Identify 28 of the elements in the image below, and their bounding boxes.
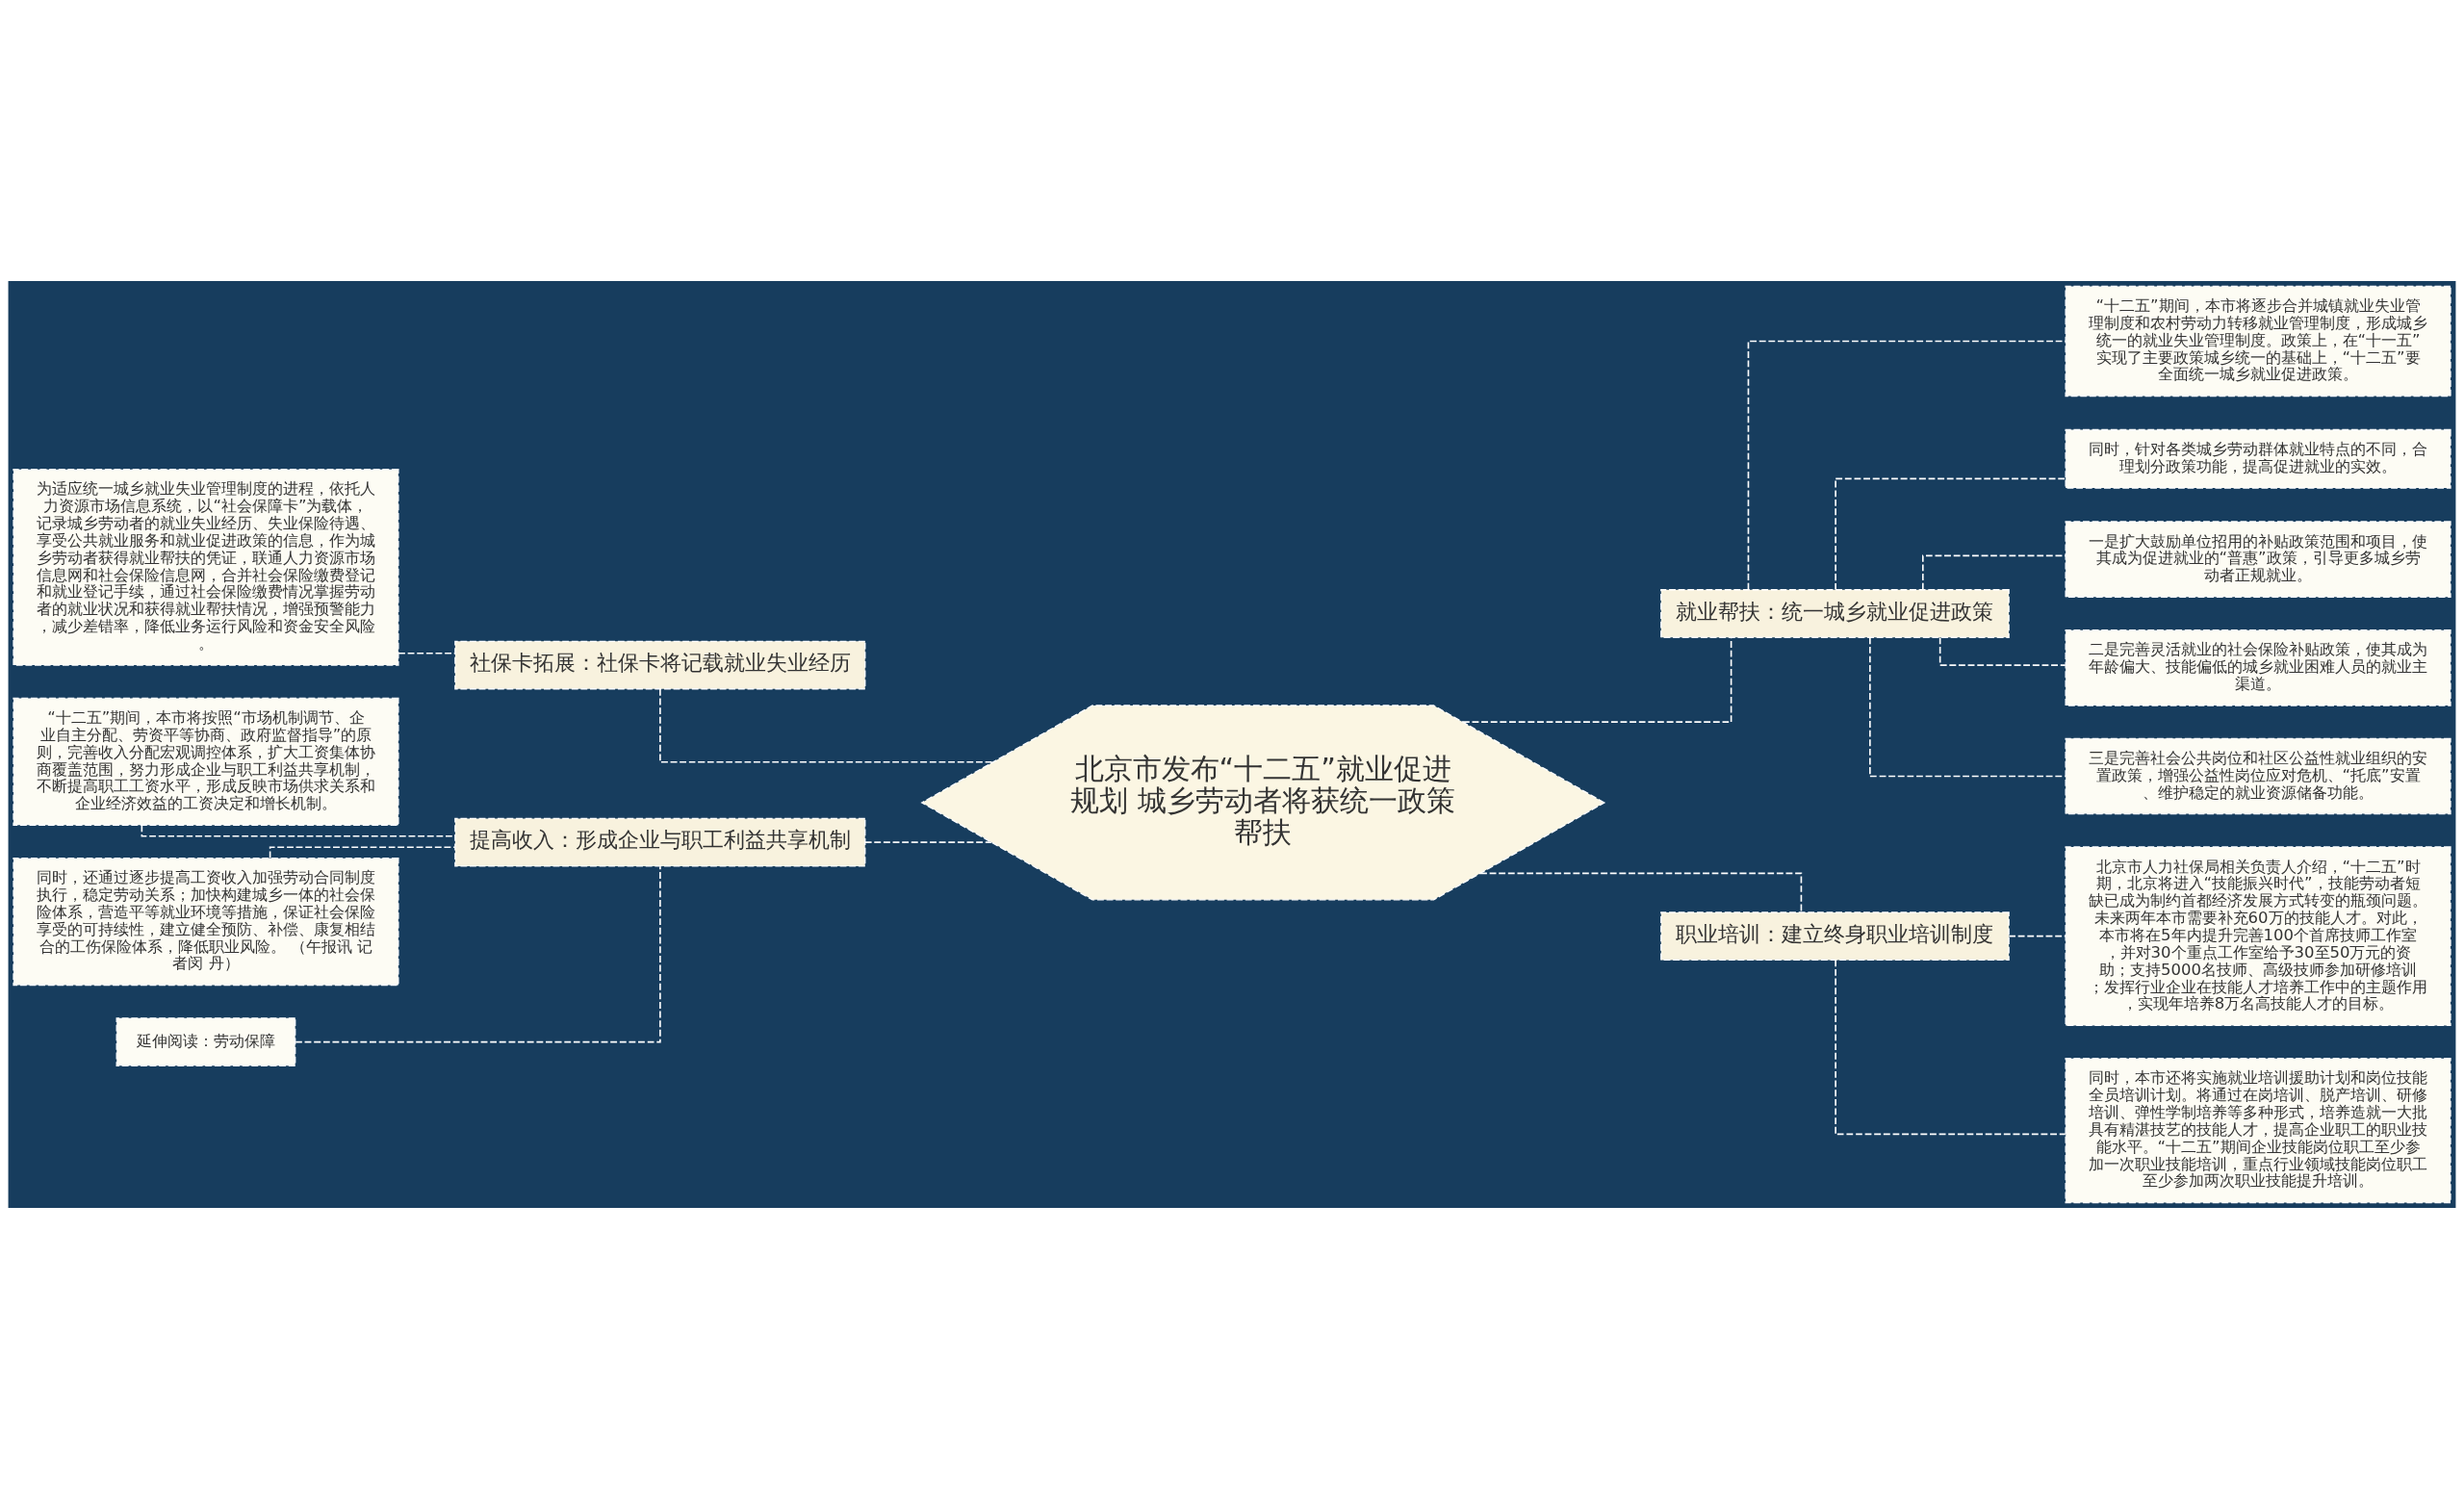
node-box: 三是完善社会公共岗位和社区公益性就业组织的安置政策，增强公益性岗位应对危机、“托底”安置、维护稳定的就业资源储备功能。 (2065, 737, 2451, 814)
connector (863, 840, 992, 843)
connector (398, 652, 456, 654)
node-box: 延伸阅读：劳动保障 (116, 1016, 296, 1066)
node-box: “十二五”期间，本市将按照“市场机制调节、企业自主分配、劳资平等协商、政府监督指导”的原则，完善收入分配宏观调控体系，扩大工资集体协商覆盖范围，努力形成企业与职工利益共享机制，不断提高职工工资水平，形成反映市场供求关系和企业经济效益的工资决定和增长机制。 (13, 697, 399, 826)
connector (269, 845, 456, 859)
node-box: 同时，本市还将实施就业培训援助计划和岗位技能全员培训计划。将通过在岗培训、脱产培训、研修培训、弹性学制培养等多种形式，培养造就一大批具有精湛技艺的技能人才，提高企业职工的职业技能水平。“十二五”期间企业技能岗位职工至少参加一次职业技能培训，重点行业领域技能岗位职工至少参加两次职业技能提升培训。 (2065, 1057, 2451, 1203)
node-box: 职业培训：建立终身职业培训制度 (1660, 911, 2010, 961)
node-box: 二是完善灵活就业的社会保险补贴政策，使其成为年龄偏大、技能偏低的城乡就业困难人员的就业主渠道。 (2065, 629, 2451, 706)
node-box: “十二五”期间，本市将逐步合并城镇就业失业管理制度和农村劳动力转移就业管理制度，形成城乡统一的就业失业管理制度。政策上，在“十一五”实现了主要政策城乡统一的基础上，“十二五”要全面统一城乡就业促进政策。 (2065, 285, 2451, 397)
connector (1869, 636, 2066, 777)
connector (1922, 554, 2066, 591)
node-box: 就业帮扶：统一城乡就业促进政策 (1660, 588, 2010, 638)
node-box: 北京市人力社保局相关负责人介绍，“十二五”时期，北京将进入“技能振兴时代”，技能劳动者短缺已成为制约首都经济发展方式转变的瓶颈问题。未来两年本市需要补充60万的技能人才。对此，本市将在5年内提升完善100个首席技师工作室，并对30个重点工作室给予30至50万元的资助；支持5000名技师、高级技师参加研修培训；发挥行业企业在技能人才培养工作中的主题作用，实现年培养8万名高技能人才的目标。 (2065, 845, 2451, 1026)
node-box: 社保卡拓展：社保卡将记载就业失业经历 (454, 640, 866, 689)
node-box: 提高收入：形成企业与职工利益共享机制 (454, 817, 866, 867)
connector (1835, 477, 2066, 590)
connector (1479, 872, 1803, 912)
node-box: 一是扩大鼓励单位招用的补贴政策范围和项目，使其成为促进就业的“普惠”政策，引导更多城乡劳动者正规就业。 (2065, 520, 2451, 598)
connector (1835, 959, 2066, 1135)
connector (1747, 340, 2066, 590)
node-box: 为适应统一城乡就业失业管理制度的进程，依托人力资源市场信息系统，以“社会保障卡”为载体，记录城乡劳动者的就业失业经历、失业保险待遇、享受公共就业服务和就业促进政策的信息，作为城乡劳动者获得就业帮扶的凭证，联通人力资源市场信息网和社会保险信息网，合并社会保险缴费登记和就业登记手续，通过社会保险缴费情况掌握劳动者的就业状况和获得就业帮扶情况，增强预警能力，减少差错率，降低业务运行风险和资金安全风险。 (13, 468, 399, 666)
connector (2008, 935, 2066, 936)
node-box: 同时，针对各类城乡劳动群体就业特点的不同，合理划分政策功能，提高促进就业的实效。 (2065, 428, 2451, 489)
connector (659, 687, 994, 763)
connector (1938, 636, 2066, 666)
connector (295, 864, 661, 1042)
node-box: 同时，还通过逐步提高工资收入加强劳动合同制度执行，稳定劳动关系；加快构建城乡一体的社会保险体系，营造平等就业环境等措施，保证社会保险享受的可持续性，建立健全预防、补偿、康复相结合的工伤保险体系，降低职业风险。 （午报讯 记者闵 丹） (13, 857, 399, 986)
